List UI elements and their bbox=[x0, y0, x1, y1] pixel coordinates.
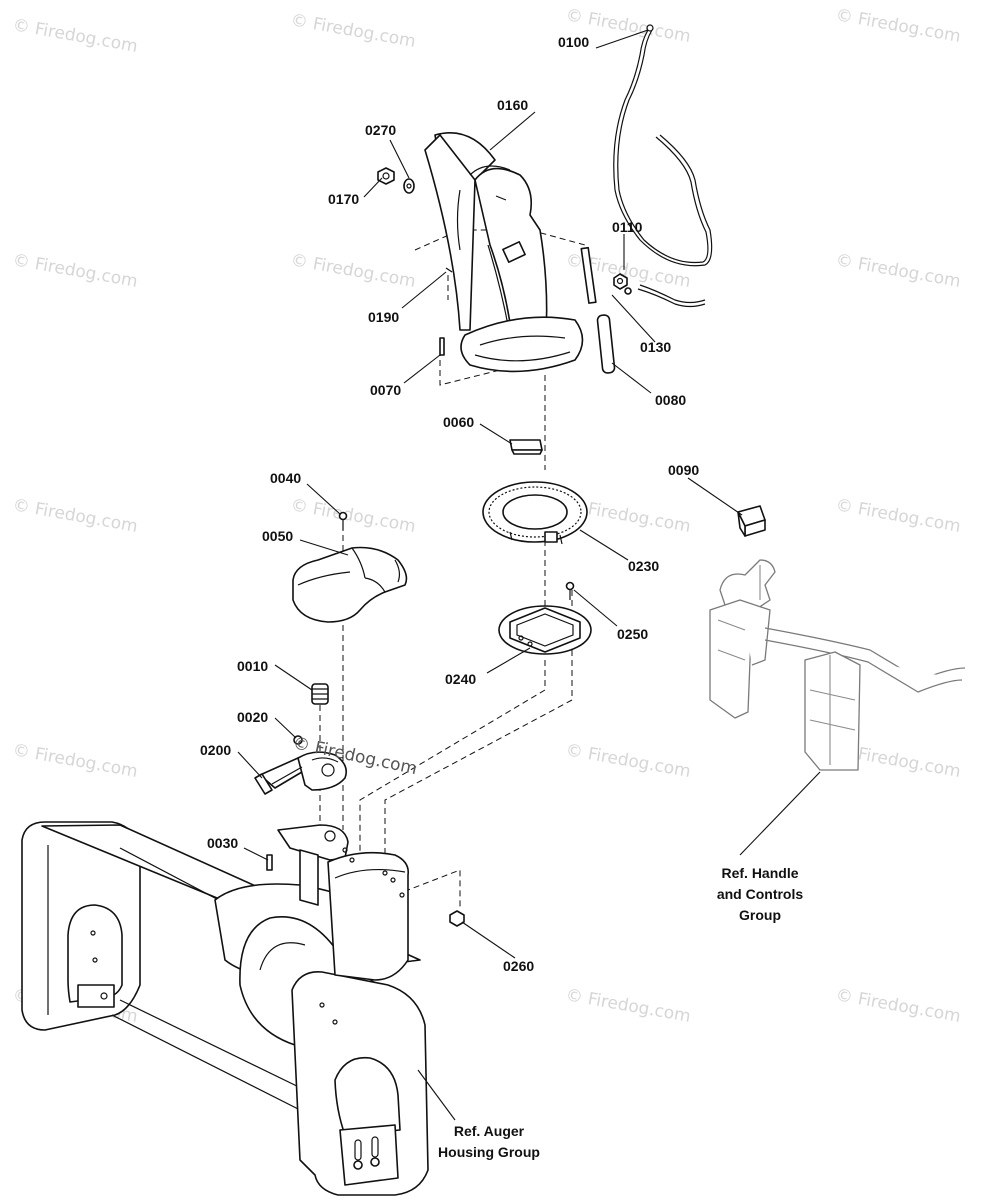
part-labels: 0100 0160 0270 0170 0110 0190 0130 0070 … bbox=[200, 34, 699, 974]
watermark: © Firedog.com bbox=[11, 15, 139, 57]
housing-pin bbox=[266, 854, 273, 871]
label-0090: 0090 bbox=[668, 462, 699, 478]
ref-handle-line2: and Controls bbox=[717, 886, 804, 902]
housing-nut bbox=[449, 910, 465, 927]
label-0110: 0110 bbox=[612, 219, 643, 235]
chute-cable-and-rods bbox=[580, 24, 713, 374]
label-0100: 0100 bbox=[558, 34, 589, 50]
label-0260: 0260 bbox=[503, 958, 534, 974]
ref-handle-line3: Group bbox=[739, 907, 781, 923]
ref-handle-line1: Ref. Handle bbox=[721, 865, 798, 881]
label-0250: 0250 bbox=[617, 626, 648, 642]
reference-notes: Ref. Handle and Controls Group Ref. Auge… bbox=[438, 865, 803, 1160]
gear-cover bbox=[292, 546, 408, 623]
label-0160: 0160 bbox=[497, 97, 528, 113]
watermark: © Firedog.com bbox=[11, 250, 139, 292]
ref-auger-line2: Housing Group bbox=[438, 1144, 540, 1160]
label-0060: 0060 bbox=[443, 414, 474, 430]
label-0190: 0190 bbox=[368, 309, 399, 325]
watermark: © Firedog.com bbox=[11, 495, 139, 537]
chute-fasteners bbox=[377, 167, 507, 356]
watermark: © Firedog.com bbox=[834, 985, 962, 1027]
watermark: © Firedog.com bbox=[834, 5, 962, 47]
chute-mount-bracket bbox=[277, 824, 410, 981]
watermark: © Firedog.com bbox=[564, 985, 692, 1027]
label-0270: 0270 bbox=[365, 122, 396, 138]
watermark: © Firedog.com bbox=[289, 250, 417, 292]
gear-ring bbox=[482, 481, 588, 545]
watermark: © Firedog.com bbox=[834, 250, 962, 292]
label-0070: 0070 bbox=[370, 382, 401, 398]
ref-auger-line1: Ref. Auger bbox=[454, 1123, 525, 1139]
retainer-plate bbox=[498, 605, 592, 655]
knob bbox=[737, 505, 766, 537]
label-0050: 0050 bbox=[262, 528, 293, 544]
chute-motor bbox=[254, 751, 348, 795]
cover-screw bbox=[338, 511, 348, 530]
label-0080: 0080 bbox=[655, 392, 686, 408]
worm-gear bbox=[311, 683, 329, 705]
label-0200: 0200 bbox=[200, 742, 231, 758]
chute-block bbox=[509, 439, 543, 455]
retainer-screw bbox=[565, 581, 575, 600]
handle-and-controls-sketch bbox=[709, 559, 966, 771]
label-0230: 0230 bbox=[628, 558, 659, 574]
label-0040: 0040 bbox=[270, 470, 301, 486]
watermark: © Firedog.com bbox=[289, 495, 417, 537]
watermark: © Firedog.com bbox=[564, 740, 692, 782]
leader-lines bbox=[237, 29, 821, 1121]
watermark: © Firedog.com bbox=[834, 495, 962, 537]
label-0130: 0130 bbox=[640, 339, 671, 355]
watermark: © Firedog.com bbox=[11, 740, 139, 782]
label-0240: 0240 bbox=[445, 671, 476, 687]
label-0170: 0170 bbox=[328, 191, 359, 207]
label-0030: 0030 bbox=[207, 835, 238, 851]
watermark: © Firedog.com bbox=[289, 10, 417, 52]
discharge-chute bbox=[424, 131, 584, 373]
label-0020: 0020 bbox=[237, 709, 268, 725]
label-0010: 0010 bbox=[237, 658, 268, 674]
